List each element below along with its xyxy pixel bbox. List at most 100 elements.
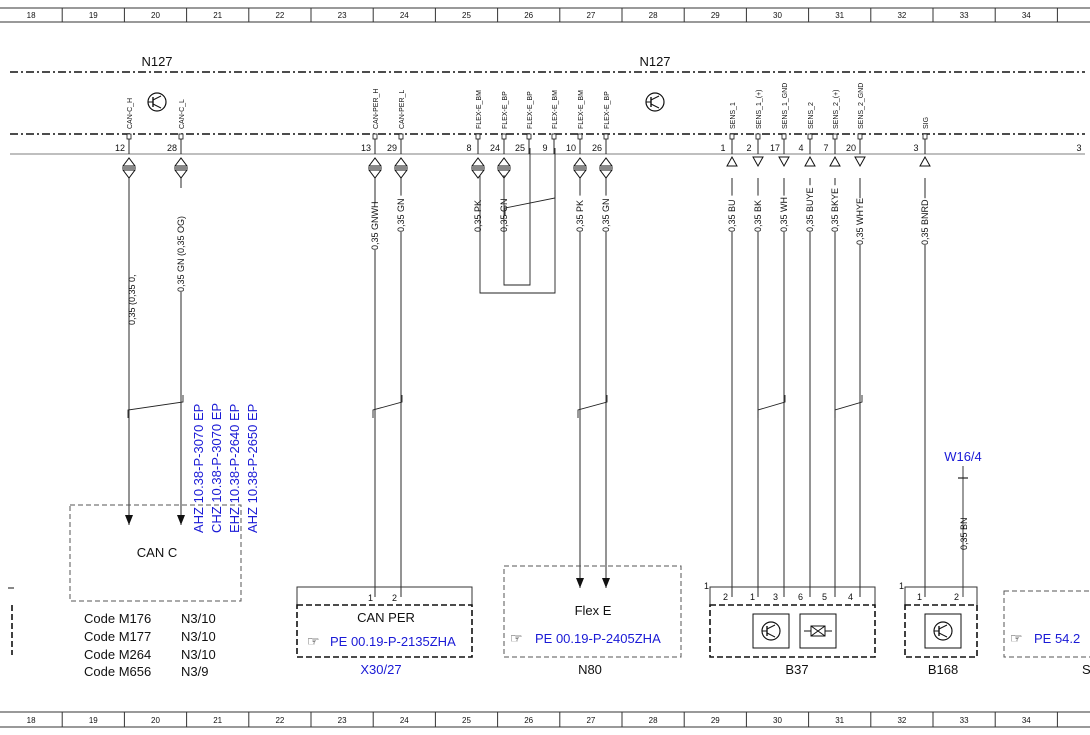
code-connector: N3/10 [181,611,216,626]
grid-column-number: 27 [586,716,595,725]
pin-name-label: SENS_2_GND [858,83,865,129]
hand-pointer-icon[interactable]: ☞ [510,630,523,646]
pin-number: 25 [515,143,525,153]
bidirectional-arrow-icon [174,157,188,179]
grid-column-number: 21 [213,716,222,725]
grid-column-number: 30 [773,11,782,20]
b37-block [709,586,876,658]
pin-name-label: SENS_2_(+) [833,90,840,130]
grid-column-number: 26 [524,11,533,20]
pin-name-label: SIG [923,117,930,129]
pin-number: 3 [1076,143,1081,153]
grid-column-number: 24 [400,716,409,725]
wire-label-bg [804,185,814,232]
wire-label: 0,35 GN [396,198,406,232]
pin-number: 20 [846,143,856,153]
variant-reference-link[interactable]: AHZ 10.38-P-2650 EP [245,404,260,533]
pin-number: 13 [361,143,371,153]
pin-stub [729,133,735,140]
grid-column-number: 21 [213,11,222,20]
grid-column-number: 19 [89,716,98,725]
transistor-symbol-icon [147,92,167,112]
module-label-left: N127 [141,54,172,69]
code-table: Code M176 N3/10 Code M177 N3/10 Code M26… [84,611,216,679]
connector-pin-number: 1 [368,593,373,603]
reference-link[interactable]: PE 00.19-P-2405ZHA [535,631,661,646]
wire-label: 0,35 WH [779,197,789,232]
reference-link[interactable]: PE 00.19-P-2135ZHA [330,634,456,649]
pin-number: 9 [542,143,547,153]
top-grid-ruler [0,7,1090,23]
pin-stub [551,133,557,140]
flex-e-loop [479,148,556,294]
grid-column-number: 25 [462,716,471,725]
code-connector: N3/10 [181,629,216,644]
wire-arrowhead-icon [125,515,133,525]
splice-label[interactable]: W16/4 [944,449,982,464]
grid-column-number: 34 [1022,11,1031,20]
right-block [1003,590,1090,658]
pin-stub [577,133,583,140]
wire-label-bg [574,195,584,232]
grid-column-number: 32 [897,11,906,20]
grid-column-number: 28 [649,11,658,20]
variant-reference-link[interactable]: CHZ 10.38-P-3070 EP [209,403,224,533]
can-c-block [69,504,242,602]
pin-stub [475,133,481,140]
wire-label: 0,35 GNWH [370,201,380,250]
grid-column-number: 18 [27,11,36,20]
pin-stub [372,133,378,140]
grid-column-number: 24 [400,11,409,20]
grid-column-number: 20 [151,11,160,20]
wire-label: 0,35 PK [473,200,483,232]
connector-pin-number: 5 [822,592,827,602]
pin-name-label: FLEX-E_BP [604,91,611,129]
hall-sensor-icon [761,621,781,641]
connector-pin-number: 6 [798,592,803,602]
connector-pin-number: 3 [773,592,778,602]
grid-column-number: 18 [27,716,36,725]
code-label: Code M176 [84,611,151,626]
pin-stub [126,133,132,140]
variant-reference-link[interactable]: AHZ 10.38-P-3070 EP [191,404,206,533]
can-c-label: CAN C [137,545,177,560]
hand-pointer-icon[interactable]: ☞ [307,633,320,649]
hand-pointer-icon[interactable]: ☞ [1010,630,1023,646]
code-connector: N3/9 [181,664,208,679]
pin-stub [501,133,507,140]
output-arrow-icon [854,156,866,168]
wire-label-bg [395,195,405,232]
wire-label-bg [369,203,379,250]
pin-stub [755,133,761,140]
component-label: X30/27 [360,662,401,677]
pin-number: 8 [466,143,471,153]
wire-label: 0,35 BU [727,199,737,232]
wire-label-bg [919,198,929,245]
bottom-grid-ruler [0,711,1090,728]
wire-label: 0,35 BNRD [920,199,930,245]
code-label: Code M656 [84,664,151,679]
b168-block [904,586,978,658]
grid-column-number: 22 [275,716,284,725]
grid-column-number: 23 [338,716,347,725]
pin-number: 2 [746,143,751,153]
pin-name-label: FLEX-E_BM [476,90,483,129]
pin-number: 7 [823,143,828,153]
pin-number: 1 [720,143,725,153]
component-label: N80 [578,662,602,677]
pin-stub [857,133,863,140]
reference-link[interactable]: PE 54.2 [1034,631,1080,646]
grid-column-number: 29 [711,11,720,20]
output-arrow-icon [778,156,790,168]
wire-arrowhead-icon [602,578,610,588]
pin-name-label: CAN-PER_H [373,89,380,129]
wire-label: 0,35 BN [959,517,969,550]
grid-column-number: 32 [897,716,906,725]
pin-name-label: SENS_1_(+) [756,90,763,130]
hall-sensor-icon [933,621,953,641]
bidirectional-arrow-icon [573,157,587,179]
code-label: Code M177 [84,629,151,644]
wire-label-bg [175,188,185,292]
variant-reference-link[interactable]: EHZ 10.38-P-2640 EP [227,404,242,533]
wire-label: 0,35 BUYE [805,187,815,232]
